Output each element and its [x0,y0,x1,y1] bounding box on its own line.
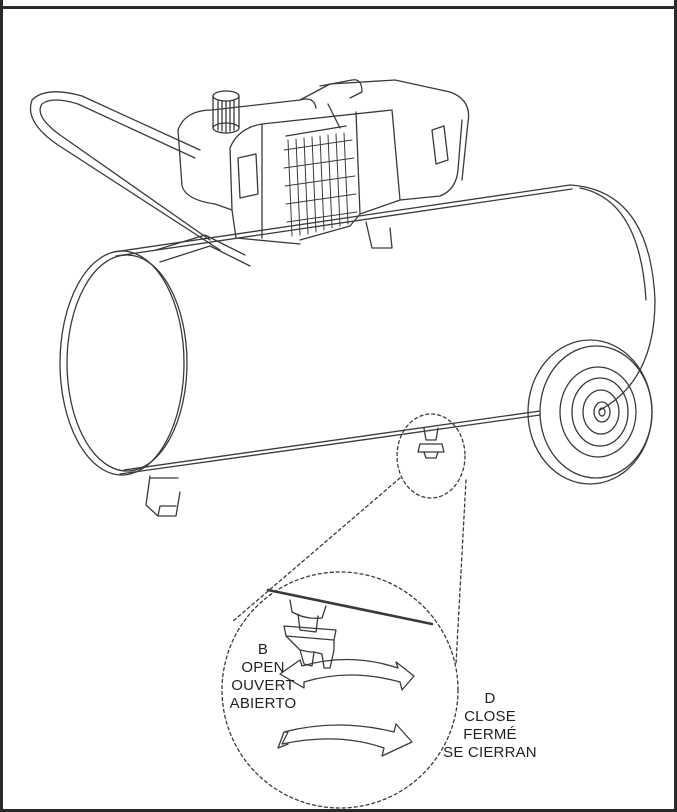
close-label-en: CLOSE [464,708,516,725]
motor-housing [177,79,470,249]
drain-valve [417,427,445,459]
open-label-es: ABIERTO [229,695,297,712]
magnified-drain-valve [266,588,434,669]
close-direction-arrow-icon [281,723,413,757]
close-label-fr: FERMÉ [463,726,517,743]
magnified-detail-circle [221,571,459,809]
close-callout-letter: D [484,690,496,707]
leader-line-right [455,479,467,665]
cooling-fins [283,132,358,237]
pressure-knob [212,90,240,134]
close-callout: D CLOSE FERMÉ SE CIERRAN [430,690,550,762]
header-rule [0,0,677,9]
open-callout-letter: B [257,641,269,658]
close-label-es: SE CIERRAN [443,744,537,761]
handle [29,91,251,267]
open-label-en: OPEN [241,659,285,676]
close-arrow-tail [277,731,289,749]
open-direction-arrow-icon [279,658,415,691]
wheel [527,339,653,485]
detail-marker-circle [396,413,466,499]
open-label-fr: OUVERT [231,677,295,694]
air-tank [59,184,656,476]
leader-line-left [231,477,401,623]
open-callout: B OPEN OUVERT ABIERTO [208,641,318,713]
tank-foot [145,475,181,517]
